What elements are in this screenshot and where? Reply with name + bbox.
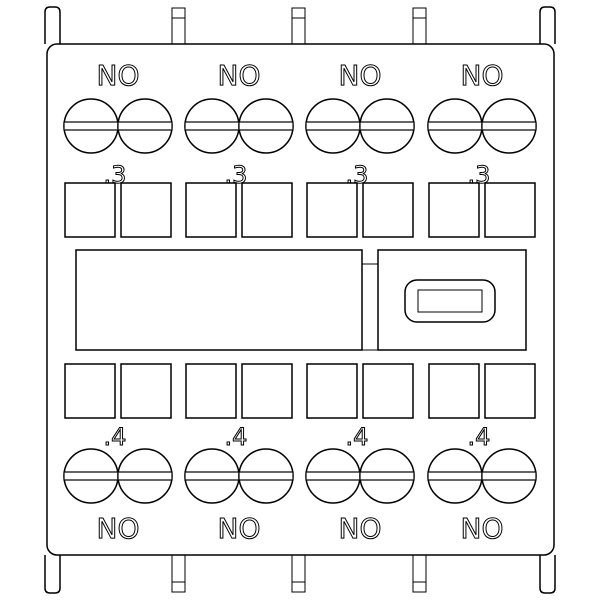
top-contact-row: NO.3NO.3NO.3NO.3 xyxy=(63,59,537,238)
contact-label: NO xyxy=(339,512,382,545)
terminal-screw-left xyxy=(63,448,119,504)
terminal-screw-right xyxy=(359,98,415,154)
screw-slot xyxy=(238,121,294,131)
contact-label: NO xyxy=(339,59,382,92)
wire-entry-left xyxy=(428,363,480,419)
top-tab-2 xyxy=(171,7,186,44)
terminal-number: .4 xyxy=(104,423,127,451)
screw-slot xyxy=(481,121,537,131)
wire-entry-right xyxy=(120,182,172,238)
terminal-screw-left xyxy=(184,448,240,504)
wire-entry-right xyxy=(362,363,414,419)
screw-slot xyxy=(427,471,483,481)
actuator-area xyxy=(75,249,527,351)
terminal-screw-left xyxy=(427,448,483,504)
wire-entry-left xyxy=(64,182,116,238)
top-tab-3 xyxy=(291,7,306,44)
wire-entry-right xyxy=(241,363,293,419)
contact-label: NO xyxy=(461,59,504,92)
screw-slot xyxy=(305,471,361,481)
screw-slot xyxy=(481,471,537,481)
terminal-number: .4 xyxy=(225,423,248,451)
bottom-tab-4 xyxy=(412,555,427,593)
wire-entry-right xyxy=(484,363,536,419)
wire-entry-right xyxy=(120,363,172,419)
terminal-number: .4 xyxy=(468,423,491,451)
bottom-tab-1 xyxy=(44,555,61,594)
bottom-tab-3 xyxy=(291,555,306,593)
terminal-screw-right xyxy=(117,98,173,154)
wire-entry-left xyxy=(185,182,237,238)
wire-entry-left xyxy=(428,182,480,238)
terminal-screw-right xyxy=(238,98,294,154)
contact-group-4: NO.3 xyxy=(427,59,537,238)
terminal-screw-right xyxy=(481,98,537,154)
contact-group-3: NO .4 xyxy=(305,363,415,546)
screw-slot xyxy=(63,471,119,481)
terminal-screw-left xyxy=(305,448,361,504)
top-tab-5 xyxy=(539,6,556,44)
bottom-contact-row: NO .4NO .4NO .4NO .4 xyxy=(63,363,537,546)
terminal-screw-left xyxy=(305,98,361,154)
screw-slot xyxy=(63,121,119,131)
top-mounting-tabs xyxy=(44,6,556,44)
wire-entry-left xyxy=(306,182,358,238)
screw-slot xyxy=(117,471,173,481)
contact-group-4: NO .4 xyxy=(427,363,537,546)
wire-entry-left xyxy=(185,363,237,419)
terminal-screw-left xyxy=(184,98,240,154)
screw-slot xyxy=(359,121,415,131)
wire-entry-right xyxy=(241,182,293,238)
contact-label: NO xyxy=(218,512,261,545)
contact-group-1: NO.3 xyxy=(63,59,173,238)
terminal-screw-left xyxy=(63,98,119,154)
terminal-screw-right xyxy=(481,448,537,504)
wire-entry-right xyxy=(484,182,536,238)
bottom-mounting-tabs xyxy=(44,555,556,594)
screw-slot xyxy=(184,471,240,481)
terminal-screw-right xyxy=(359,448,415,504)
actuator-slot-outer xyxy=(404,279,496,323)
terminal-number: .4 xyxy=(346,423,369,451)
screw-slot xyxy=(359,471,415,481)
terminal-screw-right xyxy=(238,448,294,504)
contact-group-3: NO.3 xyxy=(305,59,415,238)
screw-slot xyxy=(184,121,240,131)
wire-entry-right xyxy=(362,182,414,238)
bottom-tab-5 xyxy=(539,555,556,594)
wire-entry-left xyxy=(64,363,116,419)
screw-slot xyxy=(427,121,483,131)
contact-group-2: NO.3 xyxy=(184,59,294,238)
actuator-slot-inner xyxy=(417,289,483,313)
contact-label: NO xyxy=(97,512,140,545)
contact-label: NO xyxy=(461,512,504,545)
contact-group-1: NO .4 xyxy=(63,363,173,546)
screw-slot xyxy=(238,471,294,481)
top-tab-1 xyxy=(44,6,61,44)
screw-slot xyxy=(117,121,173,131)
terminal-screw-right xyxy=(117,448,173,504)
terminal-screw-left xyxy=(427,98,483,154)
plate-step xyxy=(361,263,379,351)
wire-entry-left xyxy=(306,363,358,419)
screw-slot xyxy=(305,121,361,131)
label-plate xyxy=(75,249,363,351)
top-tab-4 xyxy=(412,7,427,44)
contact-group-2: NO .4 xyxy=(184,363,294,546)
bottom-tab-2 xyxy=(171,555,186,593)
contact-label: NO xyxy=(218,59,261,92)
housing-outline xyxy=(46,43,555,556)
contact-label: NO xyxy=(97,59,140,92)
actuator-housing xyxy=(377,249,527,351)
